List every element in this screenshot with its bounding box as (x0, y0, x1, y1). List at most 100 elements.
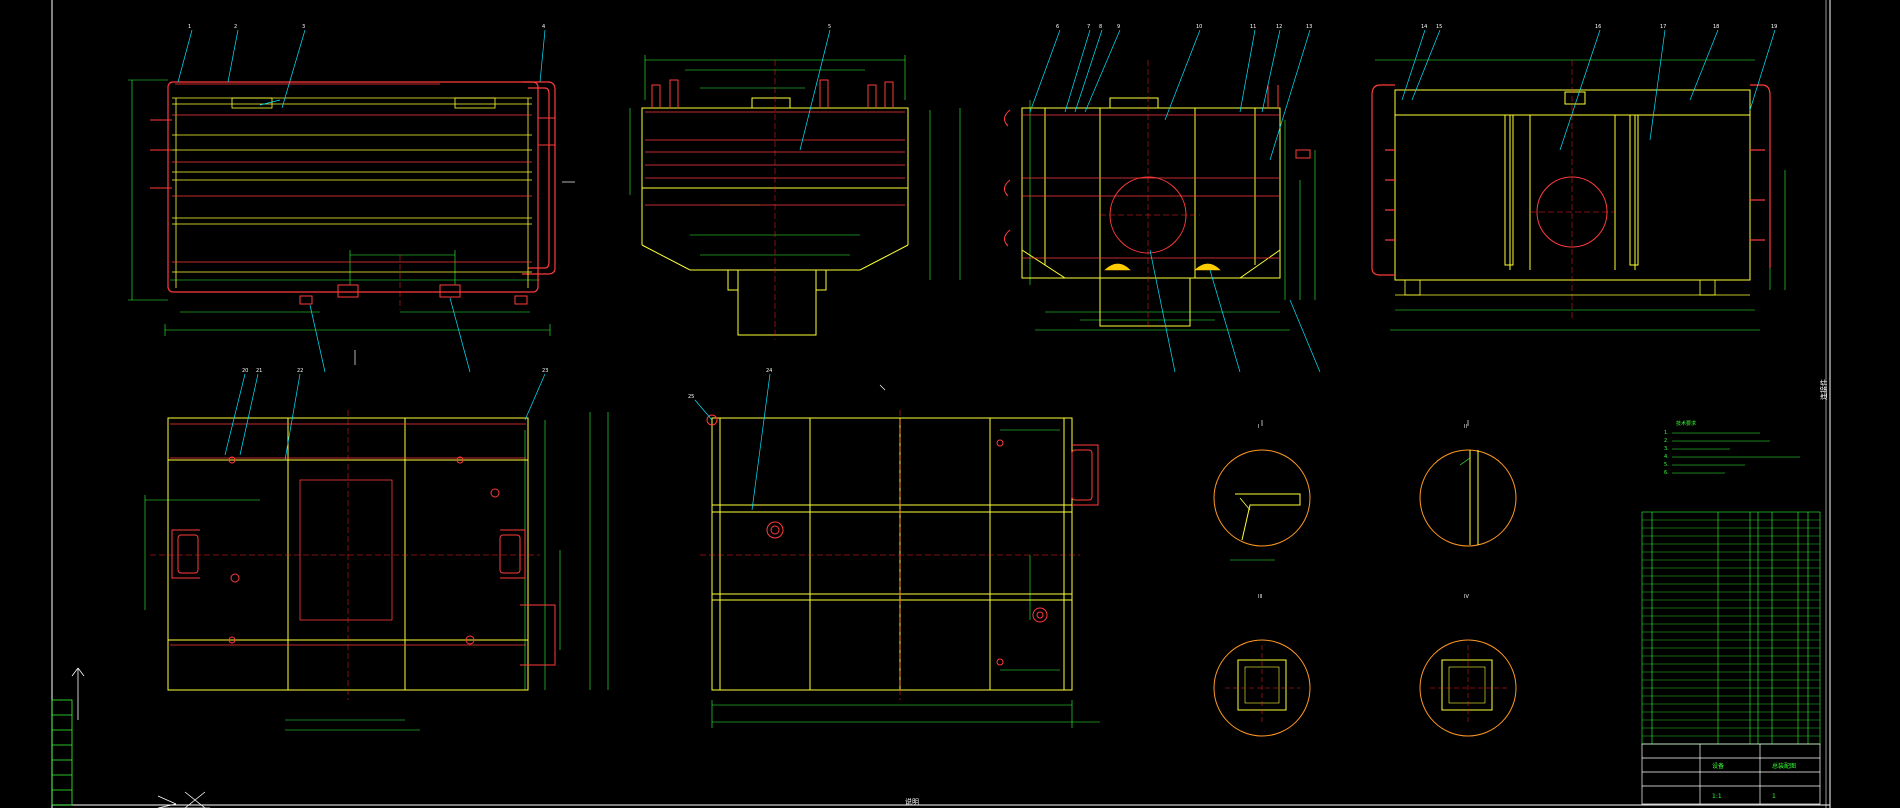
callout-label: 4 (542, 24, 545, 30)
section-b-centerline (1530, 60, 1615, 320)
section-a-outline (1021, 97, 1281, 327)
section-a-red-rails (1022, 114, 1280, 259)
section-b-view: 14 15 16 17 18 19 (1371, 24, 1786, 331)
ucs-icon-left (71, 667, 210, 808)
callout-label: 20 (242, 368, 248, 374)
bottom-outline (711, 417, 1073, 691)
bottom-dimensions (711, 429, 1100, 728)
detail-label: I (1258, 424, 1259, 430)
sheet-border (51, 0, 1831, 808)
section-b-base (1395, 279, 1750, 296)
side-lugs (651, 79, 894, 108)
section-a-leaders (1029, 29, 1321, 373)
side-view: 5 (629, 24, 961, 340)
bottom-callout-labels: 24 25 (688, 368, 772, 400)
view-markers (354, 181, 1469, 426)
note-line: 4. (1664, 454, 1669, 460)
front-red-rails (172, 83, 532, 263)
title-block-scale: 1:1 (1712, 793, 1722, 800)
left-strip-table (51, 699, 73, 806)
section-a-gussets (1104, 263, 1221, 271)
plan-handles (171, 529, 556, 666)
side-leaders (799, 29, 831, 151)
bottom-caption: 说明 (905, 797, 919, 806)
callout-label: 17 (1660, 24, 1666, 30)
callout-label: 18 (1713, 24, 1719, 30)
callout-label: 16 (1595, 24, 1601, 30)
note-line: 1. (1664, 430, 1669, 436)
detail-label: III (1258, 594, 1262, 600)
technical-notes: 技术要求 1. 2. 3. 4. 5. 6. (1664, 420, 1800, 476)
front-brackets (299, 284, 528, 305)
title-block (1641, 743, 1821, 805)
callout-label: 22 (297, 368, 303, 374)
callout-label: 7 (1087, 24, 1090, 30)
callout-label: 12 (1276, 24, 1282, 30)
front-structure (172, 97, 532, 288)
detail-label: II (1464, 424, 1467, 430)
callout-label: 15 (1436, 24, 1442, 30)
callout-label: 2 (234, 24, 237, 30)
section-b-frame (1371, 84, 1771, 276)
callout-label: 10 (1196, 24, 1202, 30)
plan-holes (228, 456, 500, 645)
title-block-name: 总装配图 (1772, 762, 1796, 770)
front-view: 1 2 3 4 (128, 24, 556, 373)
callout-label: 9 (1117, 24, 1120, 30)
note-line: 6. (1664, 470, 1669, 476)
section-a-view: 6 7 8 9 10 11 12 13 (1004, 24, 1321, 373)
callout-label: 3 (302, 24, 305, 30)
front-callout-labels: 1 2 3 4 (188, 24, 545, 30)
plan-dimensions (144, 412, 609, 731)
side-dimensions (629, 55, 961, 280)
plan-callout-labels: 20 21 22 23 (242, 368, 548, 374)
bom-rows (1642, 519, 1820, 737)
front-outline (167, 81, 556, 293)
callout-label: 14 (1421, 24, 1427, 30)
note-line: 5. (1664, 462, 1669, 468)
plan-view: 20 21 22 23 (144, 368, 609, 731)
callout-label: 11 (1250, 24, 1256, 30)
detail-label: IV (1464, 594, 1469, 600)
front-leaders (177, 29, 546, 373)
notes-title: 技术要求 (1676, 420, 1696, 427)
detail-circle-3: III (1213, 594, 1311, 737)
bottom-handle (1071, 444, 1099, 506)
detail-views: I II III IV (1213, 424, 1517, 737)
section-b-dimensions (1375, 59, 1786, 331)
callout-label: 24 (766, 368, 772, 374)
title-block-code: 1 (1772, 793, 1776, 800)
bottom-centerline (700, 410, 1080, 700)
section-a-lugs (1004, 85, 1311, 247)
bottom-holes (706, 414, 1048, 666)
front-pins (150, 117, 555, 189)
detail-circle-2: II (1419, 424, 1517, 547)
title-block-title: 设备 (1712, 762, 1724, 770)
bottom-view: 24 25 (688, 368, 1100, 728)
callout-label: 1 (188, 24, 191, 30)
section-b-callout-labels: 14 15 16 17 18 19 (1421, 24, 1777, 30)
detail-circle-4: IV (1419, 594, 1517, 737)
plan-leaders (224, 373, 546, 461)
section-b-leaders (1401, 29, 1776, 151)
callout-label: 8 (1099, 24, 1102, 30)
callout-label: 21 (256, 368, 262, 374)
note-line: 3. (1664, 446, 1669, 452)
callout-label: 25 (688, 394, 694, 400)
callout-label: 5 (828, 24, 831, 30)
plan-centerline (150, 410, 540, 700)
front-dimensions (128, 79, 551, 336)
callout-label: 13 (1306, 24, 1312, 30)
detail-circle-1: I (1213, 424, 1311, 561)
bill-of-materials (1641, 511, 1821, 745)
bottom-leaders (694, 373, 771, 511)
callout-label: 6 (1056, 24, 1059, 30)
section-a-centerline (1100, 60, 1200, 330)
note-line: 2. (1664, 438, 1669, 444)
callout-label: 19 (1771, 24, 1777, 30)
section-b-outline (1394, 89, 1751, 281)
side-caption: 连接件 (1819, 379, 1828, 400)
section-a-callout-labels: 6 7 8 9 10 11 12 13 (1056, 24, 1312, 30)
callout-label: 23 (542, 368, 548, 374)
